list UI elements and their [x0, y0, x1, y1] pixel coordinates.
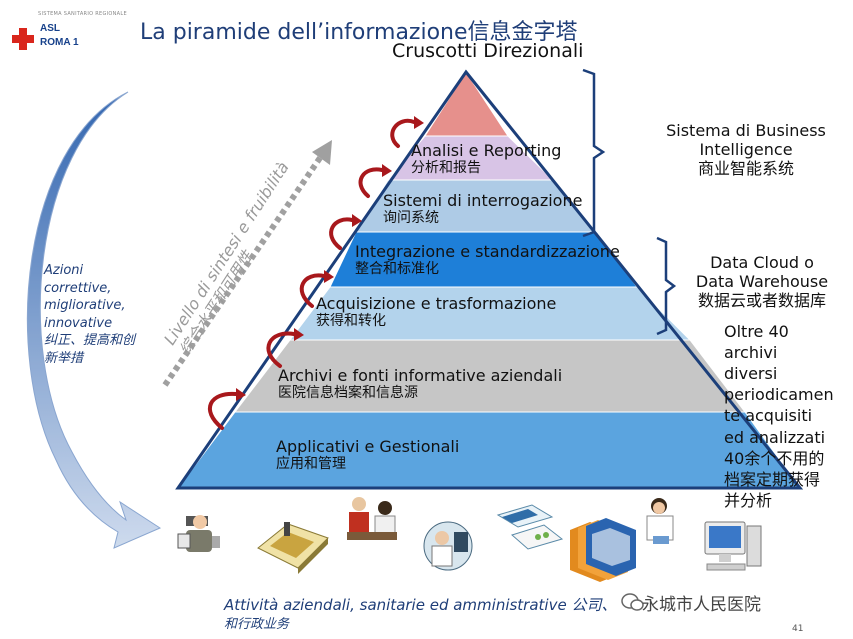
corrective-actions-note: Azioni correttive, migliorative, innovat…: [44, 262, 135, 367]
synthesis-arrow-head: [312, 140, 332, 165]
folders-icon: [570, 518, 636, 582]
dw-line-3: 数据云或者数据库: [697, 291, 826, 311]
dw-line-1: Data Cloud o: [710, 253, 814, 272]
bi-line-2: Intelligence: [699, 140, 793, 160]
level-label-zh: 医院信息档案和信息源: [278, 385, 418, 402]
apex-label: Cruscotti Direzionali: [392, 40, 584, 62]
note-line: 新举措: [44, 350, 84, 366]
level-interrogazione-text: Sistemi di interrogazione 询问系统: [383, 191, 582, 227]
level-label-zh: 询问系统: [383, 210, 439, 227]
pyramid-outline: [175, 69, 804, 490]
dw-line-2: Data Warehouse: [695, 272, 829, 292]
note-line: 纠正、提高和创: [44, 333, 136, 349]
dw-label: Data Cloud o Data Warehouse 数据云或者数据库: [682, 253, 842, 311]
medicine-icon: [496, 504, 564, 550]
bi-line-3: 商业智能系统: [697, 159, 794, 179]
logo-line-2: ROMA 1: [40, 37, 79, 48]
level-archivi-text: Archivi e fonti informative aziendali 医院…: [278, 366, 562, 402]
bottom-caption-zh: 和行政业务: [224, 617, 290, 632]
logo-caption: SISTEMA SANITARIO REGIONALE: [38, 11, 127, 17]
level-label-it: Applicativi e Gestionali: [276, 437, 460, 456]
level-label-it: Sistemi di interrogazione: [383, 191, 583, 210]
step-arrow-2: [266, 331, 296, 368]
step-arrow-4: [329, 217, 354, 250]
archives-line: archivi: [724, 343, 778, 363]
red-cross-logo-icon: [12, 28, 34, 50]
level-label-zh: 分析和报告: [411, 160, 481, 177]
watermark-text: 永城市人民医院: [642, 595, 761, 615]
level-applicativi-text: Applicativi e Gestionali 应用和管理: [276, 437, 459, 473]
watermark-icon: [621, 593, 644, 611]
bi-label: Sistema di Business Intelligence 商业智能系统: [656, 121, 836, 179]
level-acquisizione-text: Acquisizione e trasformazione 获得和转化: [316, 294, 556, 330]
computer-icon: [704, 521, 762, 571]
level-label-zh: 获得和转化: [316, 313, 386, 330]
pyramid-level-applicativi: [177, 411, 801, 489]
level-label-it: Analisi e Reporting: [411, 141, 562, 160]
archives-line: Oltre 40: [724, 322, 789, 341]
archives-line: diversi: [724, 364, 778, 384]
note-line: migliorative,: [44, 298, 126, 314]
archives-line: te acquisiti: [724, 406, 813, 426]
pyramid-apex: [424, 71, 509, 137]
bi-line-1: Sistema di Business: [666, 121, 826, 140]
logo-line-1: ASL: [40, 23, 60, 34]
archives-note: Oltre 40 archivi diversi periodicamen te…: [724, 321, 834, 511]
note-line: innovative: [44, 315, 113, 331]
page-title: La piramide dell’informazione信息金字塔: [140, 20, 578, 45]
level-label-zh: 应用和管理: [276, 456, 346, 473]
synthesis-arrow-line: [162, 150, 327, 387]
archives-line: ed analizzati: [724, 427, 826, 447]
bottom-caption-it: Attività aziendali, sanitarie ed amminis…: [224, 596, 617, 614]
step-arrow-1: [208, 391, 238, 430]
step-arrow-3: [299, 273, 326, 308]
bracket-dw: [656, 236, 677, 336]
level-label-it: Acquisizione e trasformazione: [316, 294, 557, 313]
level-label-it: Integrazione e standardizzazione: [355, 242, 620, 261]
feedback-arrow: [26, 91, 162, 549]
archives-line: 40余个不用的: [724, 448, 825, 468]
step-arrow-5: [358, 167, 384, 198]
note-line: Azioni: [44, 263, 84, 278]
bracket-bi: [582, 68, 606, 238]
consultation-icon: [347, 497, 397, 540]
doctor-xray-icon: [423, 521, 473, 571]
archives-line: 档案定期获得: [724, 469, 821, 489]
archives-line: periodicamen: [724, 385, 834, 405]
level-label-it: Archivi e fonti informative aziendali: [278, 366, 563, 385]
archives-line: 并分析: [724, 490, 773, 510]
pharmacist-icon: [646, 498, 674, 544]
level-label-zh: 整合和标准化: [355, 261, 439, 278]
note-line: correttive,: [44, 280, 112, 296]
worker-icon: [177, 515, 220, 552]
step-arrow-6: [390, 118, 416, 148]
calculator-icon: [257, 522, 329, 574]
page-number: 41: [792, 624, 804, 634]
level-integrazione-text: Integrazione e standardizzazione 整合和标准化: [355, 242, 620, 278]
level-analisi-text: Analisi e Reporting 分析和报告: [411, 141, 561, 177]
